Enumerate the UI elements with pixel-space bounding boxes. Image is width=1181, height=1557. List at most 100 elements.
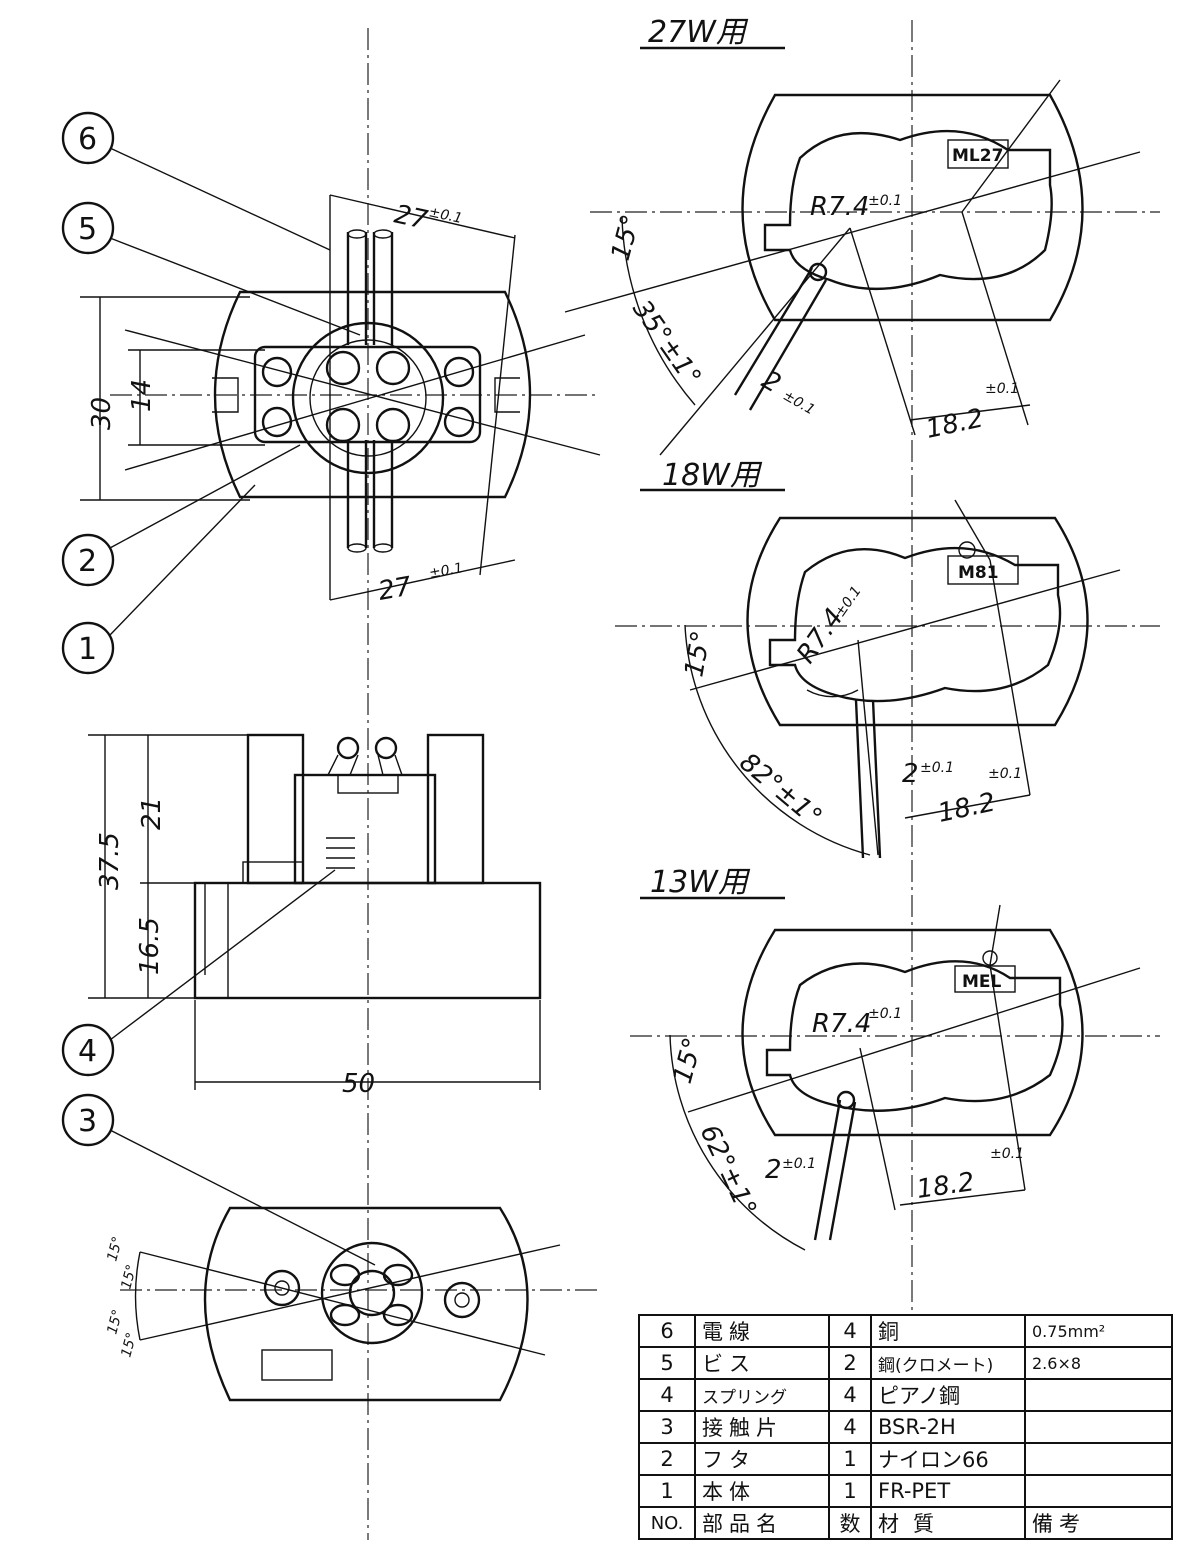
cell-material: 鋼(クロメート) xyxy=(870,1346,1026,1380)
variant-18w-slot-tol: ±0.1 xyxy=(920,760,954,776)
cell-qty: 4 xyxy=(828,1314,872,1348)
cell-material: 銅 xyxy=(870,1314,1026,1348)
top-view xyxy=(124,194,601,601)
variant-18w-offset-tol: ±0.1 xyxy=(988,766,1022,782)
variant-27w-mark: ML27 xyxy=(952,146,1003,166)
variant-27w: 27W用 ML27 R7.4 ±0.1 15° 35°±1° 2 ±0.1 18… xyxy=(564,15,1141,456)
cell-name: 接触片 xyxy=(694,1410,830,1444)
cell-no: 2 xyxy=(638,1442,696,1476)
svg-text:3: 3 xyxy=(78,1104,97,1139)
cell-material: BSR-2H xyxy=(870,1410,1026,1444)
cell-name: スプリング xyxy=(694,1378,830,1412)
variant-13w-title: 13W用 xyxy=(650,865,751,900)
variant-13w-mark: MEL xyxy=(962,972,1002,992)
cell-name: 電線 xyxy=(694,1314,830,1348)
callout-1: 1 xyxy=(61,484,256,675)
variant-13w-radius: R7.4 xyxy=(812,1009,871,1039)
cell-remark: 0.75mm² xyxy=(1024,1314,1173,1348)
variant-13w-offset-tol: ±0.1 xyxy=(990,1146,1024,1162)
variant-27w-offset-tol: ±0.1 xyxy=(985,381,1019,397)
callout-5: 5 xyxy=(61,201,361,336)
cell-no: 3 xyxy=(638,1410,696,1444)
variant-27w-slot-tol: ±0.1 xyxy=(780,388,817,419)
cell-qty: 4 xyxy=(828,1378,872,1412)
dim-side-37-5: 37.5 xyxy=(95,832,125,890)
cell-material: ナイロン66 xyxy=(870,1442,1026,1476)
cell-no: 6 xyxy=(638,1314,696,1348)
svg-text:2: 2 xyxy=(78,544,97,579)
header-no: NO. xyxy=(638,1506,696,1540)
cell-remark xyxy=(1024,1442,1173,1476)
svg-text:5: 5 xyxy=(78,212,97,247)
side-view xyxy=(193,733,542,1000)
callouts: 6 5 2 1 4 3 xyxy=(61,111,376,1266)
dim-height-14: 14 xyxy=(127,379,157,412)
variant-27w-slot: 2 xyxy=(757,365,786,399)
variant-18w-radius-tol: ±0.1 xyxy=(832,583,865,620)
cell-qty: 4 xyxy=(828,1410,872,1444)
cell-material: FR-PET xyxy=(870,1474,1026,1508)
variant-27w-offset: 18.2 xyxy=(923,403,986,444)
callout-6: 6 xyxy=(61,111,331,251)
header-name: 部品名 xyxy=(694,1506,830,1540)
cell-qty: 1 xyxy=(828,1442,872,1476)
header-qty: 数 xyxy=(828,1506,872,1540)
dim-base-50: 50 xyxy=(342,1069,375,1099)
callout-4: 4 xyxy=(61,869,336,1077)
variant-13w-slot-tol: ±0.1 xyxy=(782,1156,816,1172)
variant-27w-angle-small: 15° xyxy=(606,212,647,264)
cell-name: ビス xyxy=(694,1346,830,1380)
dim-bottom-width-27: 27 xyxy=(376,572,414,607)
variant-27w-angle-large: 35°±1° xyxy=(626,295,706,392)
cell-material: ピアノ鋼 xyxy=(870,1378,1026,1412)
dim-top-width-27: 27 xyxy=(392,200,431,236)
variant-13w-offset: 18.2 xyxy=(915,1167,977,1205)
variant-27w-title: 27W用 xyxy=(648,15,749,50)
top-view-dimensions: 30 14 27 ±0.1 27 ±0.1 xyxy=(80,200,464,607)
cell-remark: 2.6×8 xyxy=(1024,1346,1173,1380)
header-remark: 備考 xyxy=(1024,1506,1173,1540)
cell-no: 4 xyxy=(638,1378,696,1412)
cell-qty: 1 xyxy=(828,1474,872,1508)
variant-18w-angle-large: 82°±1° xyxy=(734,747,828,833)
side-view-dimensions: 37.5 21 16.5 50 xyxy=(88,734,541,1099)
variant-18w-angle-small: 15° xyxy=(679,629,717,680)
cell-name: フタ xyxy=(694,1442,830,1476)
callout-3: 3 xyxy=(61,1093,376,1266)
cell-remark xyxy=(1024,1410,1173,1444)
cell-no: 1 xyxy=(638,1474,696,1508)
cell-remark xyxy=(1024,1378,1173,1412)
table-row: 6 電線 4 銅 0.75mm² xyxy=(638,1314,1173,1348)
cell-qty: 2 xyxy=(828,1346,872,1380)
variant-13w-angle-large: 62°±1° xyxy=(694,1120,762,1221)
dim-bottom-angle-a: 15° xyxy=(104,1235,126,1263)
svg-text:6: 6 xyxy=(78,122,97,157)
table-row: 1 本体 1 FR-PET xyxy=(638,1474,1173,1508)
variant-18w-offset: 18.2 xyxy=(935,787,998,828)
dim-height-30: 30 xyxy=(87,397,117,430)
dim-top-width-tol: ±0.1 xyxy=(427,204,464,227)
dim-side-21: 21 xyxy=(137,797,167,830)
table-header-row: NO. 部品名 数 材質 備考 xyxy=(638,1506,1173,1540)
variant-13w-radius-tol: ±0.1 xyxy=(868,1006,902,1022)
svg-text:4: 4 xyxy=(78,1034,97,1069)
variant-27w-radius-tol: ±0.1 xyxy=(868,193,902,209)
parts-table: 6 電線 4 銅 0.75mm² 5 ビス 2 鋼(クロメート) 2.6×8 4… xyxy=(638,1314,1173,1540)
dim-side-16-5: 16.5 xyxy=(135,917,165,975)
variant-27w-radius: R7.4 xyxy=(810,192,869,222)
table-row: 5 ビス 2 鋼(クロメート) 2.6×8 xyxy=(638,1346,1173,1380)
table-row: 3 接触片 4 BSR-2H xyxy=(638,1410,1173,1444)
dim-bottom-width-tol: ±0.1 xyxy=(428,560,464,582)
header-material: 材質 xyxy=(870,1506,1026,1540)
dim-bottom-angle-c: 15° xyxy=(104,1308,126,1336)
cell-no: 5 xyxy=(638,1346,696,1380)
variant-18w: 18W用 M81 R7.4 ±0.1 15° 82°±1° 2 ±0.1 18.… xyxy=(640,458,1121,859)
bottom-view: 15° 15° 15° 15° xyxy=(104,1206,561,1402)
table-row: 4 スプリング 4 ピアノ鋼 xyxy=(638,1378,1173,1412)
variant-13w-slot: 2 xyxy=(765,1155,782,1185)
callout-2: 2 xyxy=(61,444,301,587)
svg-text:1: 1 xyxy=(78,632,97,667)
variant-18w-slot: 2 xyxy=(902,759,919,789)
variant-18w-mark: M81 xyxy=(958,563,999,583)
